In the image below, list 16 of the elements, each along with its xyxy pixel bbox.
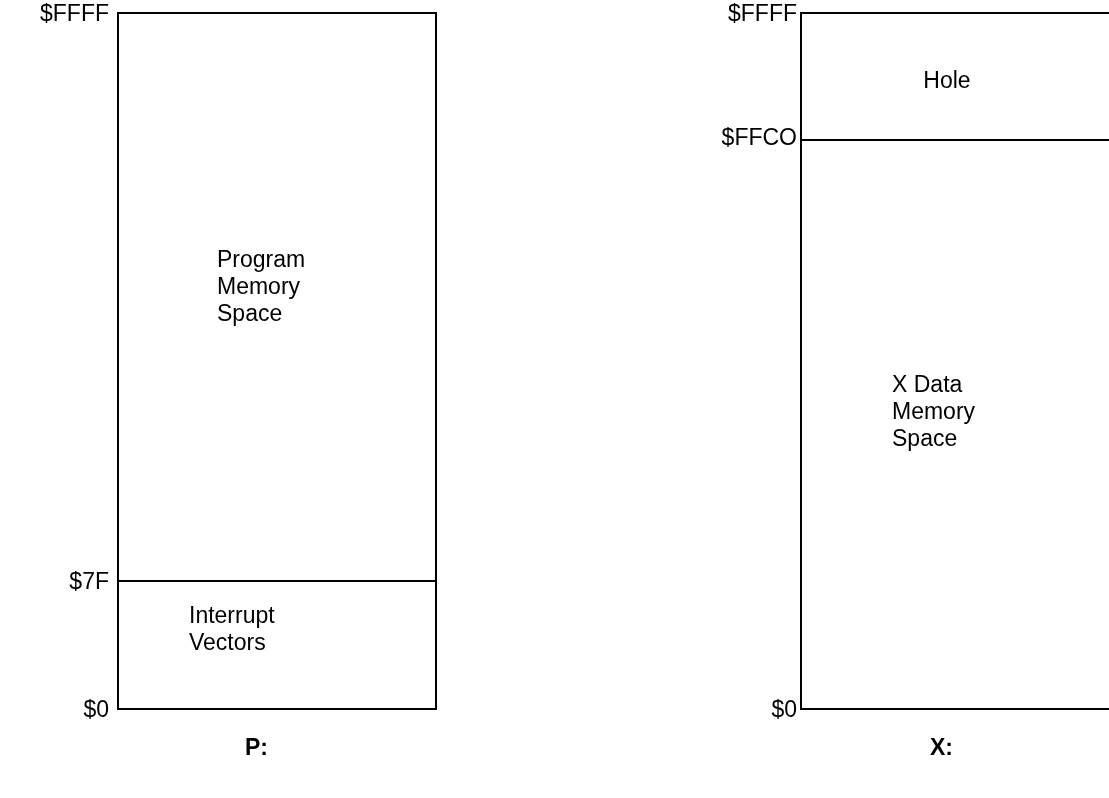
region-label: Interrupt Vectors — [189, 602, 276, 656]
address-label: $FFFF — [40, 0, 109, 27]
memory-region — [117, 12, 437, 582]
memory-region — [800, 12, 1109, 141]
panel-label: X: — [930, 734, 953, 761]
address-label: $7F — [69, 568, 109, 595]
region-label: X Data Memory Space — [892, 371, 977, 452]
region-label: Program Memory Space — [217, 246, 307, 327]
address-label: $FFCO — [721, 124, 797, 151]
address-label: $0 — [771, 696, 797, 723]
region-label: Hole — [922, 67, 972, 94]
memory-region — [800, 139, 1109, 710]
panel-label: P: — [245, 734, 268, 761]
address-label: $FFFF — [728, 0, 797, 27]
address-label: $0 — [83, 696, 109, 723]
memory-region — [117, 580, 437, 710]
